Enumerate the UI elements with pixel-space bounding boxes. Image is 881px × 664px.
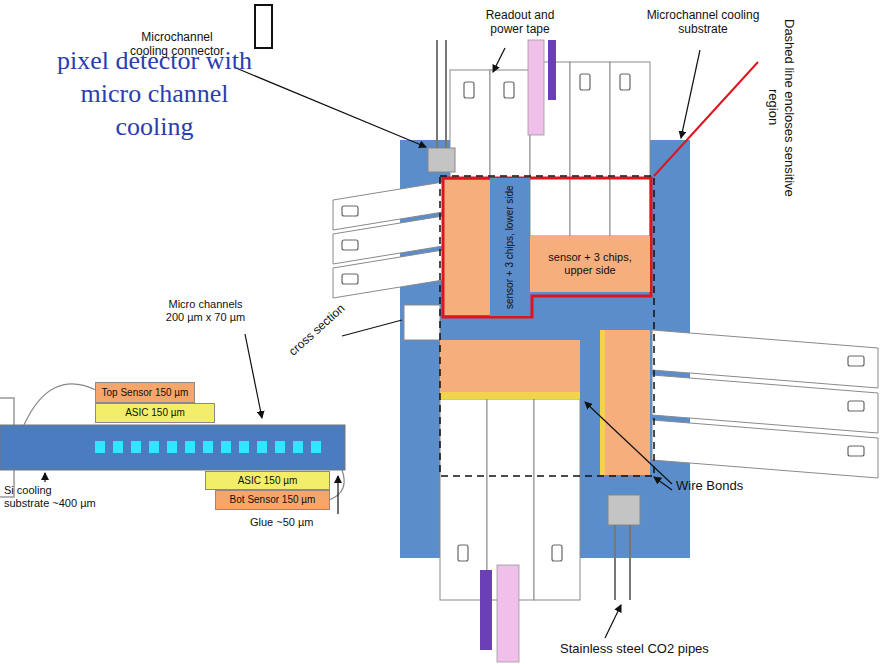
part-label: Wire Bonds xyxy=(676,478,743,493)
si-cooling-substrate xyxy=(0,425,345,470)
sensor-chips xyxy=(440,180,650,475)
node-text: Bot Sensor 150 µm xyxy=(230,494,316,506)
section-label: cross section xyxy=(286,301,348,358)
sensor-strip: sensor + 3 chips, upper side xyxy=(530,236,650,292)
node-text: sensor + 3 chips, lower side xyxy=(504,182,516,312)
part-label: Stainless steel CO2 pipes xyxy=(560,641,709,656)
sensor-layer: Bot Sensor 150 µm xyxy=(215,490,330,510)
node-text: sensor + 3 chips, upper side xyxy=(540,251,640,276)
cooling-connector xyxy=(428,148,455,172)
readout-tape xyxy=(480,570,492,650)
part-label: Microchannel cooling connector xyxy=(122,30,232,58)
part-label: Microchannel cooling substrate xyxy=(628,8,778,36)
region-outline xyxy=(443,178,651,317)
node-text: ASIC 150 µm xyxy=(238,475,298,487)
cooling-connector xyxy=(608,495,640,525)
micro-channels xyxy=(95,441,321,453)
dimension-label: Micro channels 200 µm x 70 µm xyxy=(158,298,253,324)
empty-box xyxy=(255,5,272,48)
power-tape xyxy=(497,565,519,662)
sensor-layer: Top Sensor 150 µm xyxy=(95,382,195,403)
dimension-label: Glue ~50 µm xyxy=(250,516,314,529)
region-note: Dashed line encloses sensitive region xyxy=(766,5,797,210)
asic-layer: ASIC 150 µm xyxy=(205,471,330,490)
sensor-strip: sensor + 3 chips, lower side xyxy=(490,178,530,316)
diagram-title: pixel detector with micro channel coolin… xyxy=(52,44,257,143)
dimension-label: Si cooling substrate ~400 µm xyxy=(4,484,96,510)
asic-layer: ASIC 150 µm xyxy=(95,403,215,423)
co2-pipes xyxy=(437,40,630,600)
node-text: ASIC 150 µm xyxy=(125,407,185,419)
readout-tape xyxy=(548,40,556,100)
power-tape xyxy=(528,40,544,135)
dashed-region xyxy=(440,176,654,476)
red-leader xyxy=(654,62,758,176)
part-label: Readout and power tape xyxy=(470,8,570,36)
node-text: Top Sensor 150 µm xyxy=(102,387,189,399)
